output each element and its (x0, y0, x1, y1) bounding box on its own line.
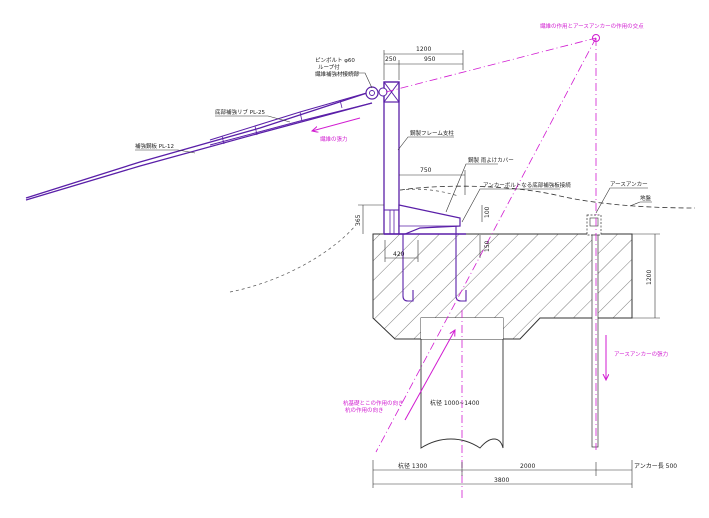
label-pin-bolt-1: ピンボルト φ60 (315, 56, 355, 64)
leader-ground (629, 201, 652, 207)
ground-line (399, 185, 696, 209)
dim-top-total: 1200 (416, 46, 431, 53)
label-earth-anchor: アースアンカー (610, 181, 648, 188)
pile-force-line (375, 37, 597, 453)
leader-pin (342, 72, 373, 89)
label-fiber-force: 繊維の張力 (320, 135, 348, 143)
label-plate: 補強鋼板 PL-12 (135, 142, 174, 150)
label-cover: 鋼製 雨よけカバー (468, 156, 514, 164)
leader-plate (135, 149, 196, 154)
dim-small-v2: 100 (484, 206, 491, 218)
inclined-boom (25, 91, 373, 201)
leader-anchorbolt (461, 188, 560, 223)
leader-frame (397, 136, 454, 151)
label-pin-bolt-2: ループ付 (318, 63, 340, 71)
slope-dashed-curve (229, 224, 357, 293)
converge-point (592, 34, 600, 42)
dim-bottom-mid: 2000 (520, 463, 535, 470)
label-pile-force-1: 杭基礎とこの作用の向き (343, 399, 404, 407)
pile (420, 317, 504, 449)
fiber-force-arrow (312, 117, 361, 131)
label-anchor-bolt: アンカーボルトなる底部補強板接続 (483, 181, 571, 189)
leader-cover (445, 163, 498, 213)
label-pin-bolt-3: 繊維補強材接続部 (315, 70, 360, 78)
steel-column (383, 81, 400, 235)
dim-base-h: 420 (393, 251, 405, 258)
dim-left-v: 365 (355, 214, 362, 226)
cover-dashed-curve (399, 188, 459, 197)
dimension-lines (358, 50, 660, 488)
pile-force-arrow (404, 330, 455, 421)
anchor-hook-left (402, 229, 414, 302)
dim-bottom-total: 3800 (494, 477, 509, 484)
dim-small-v: 150 (484, 240, 491, 252)
leader-earthanchor (595, 187, 648, 214)
dim-top-right: 950 (424, 56, 436, 63)
fiber-force-line (385, 37, 597, 93)
label-anchor-force: アースアンカーの張力 (614, 350, 668, 358)
label-rib: 底部補強リブ PL-25 (215, 108, 266, 116)
leader-rib (215, 115, 291, 123)
anchor-hook-right (455, 219, 467, 302)
dim-right-v: 1200 (646, 270, 653, 285)
dim-mid: 750 (420, 167, 432, 174)
dim-bottom-right: アンカー長 500 (634, 463, 677, 470)
label-pile: 杭径 1000~1400 (430, 399, 480, 407)
base-bracket (384, 204, 466, 235)
pin-joint (365, 86, 388, 100)
label-pile-force-2: 杭の作用の向き (345, 406, 384, 414)
label-force-converge: 繊維の作用とアースアンカーの作用の交点 (540, 22, 644, 30)
label-ground: 地盤 (640, 194, 652, 202)
dim-top-left: 250 (385, 56, 397, 63)
dim-bottom-left: 杭径 1300 (398, 462, 427, 470)
label-steel-frame: 鋼製フレーム支柱 (410, 129, 454, 137)
earth-anchor (586, 214, 602, 448)
